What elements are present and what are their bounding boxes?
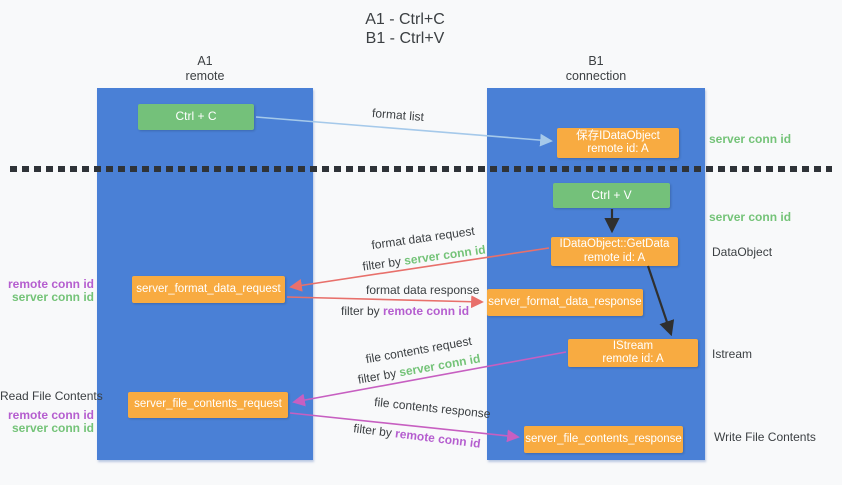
node-idataobject-getdata: IDataObject::GetData remote id: A	[551, 237, 678, 266]
node-istream-line1: IStream	[612, 339, 654, 352]
label-server-conn-id-file: server conn id	[11, 421, 94, 435]
label-format-list: format list	[371, 105, 425, 125]
node-getdata-line2: remote id: A	[583, 251, 646, 264]
filter-key-server-1: server conn id	[403, 242, 487, 268]
label-file-contents-response: file contents response	[373, 394, 492, 422]
lane-b1-subtitle: connection	[565, 69, 627, 83]
filter-prefix-3: filter by	[356, 365, 401, 387]
node-istream: IStream remote id: A	[568, 339, 698, 367]
label-remote-conn-id-format: remote conn id	[7, 277, 94, 291]
node-ctrl-v-label: Ctrl + V	[591, 187, 632, 202]
dotted-divider-line	[10, 166, 832, 172]
label-write-file-contents: Write File Contents	[714, 430, 816, 444]
lane-header-b1: B1 connection	[536, 54, 656, 84]
label-server-conn-id-format: server conn id	[11, 290, 94, 304]
lane-a1-name: A1	[197, 54, 213, 68]
node-ctrl-c: Ctrl + C	[138, 104, 254, 130]
filter-key-remote-2: remote conn id	[394, 426, 482, 451]
node-ctrl-v: Ctrl + V	[553, 183, 670, 208]
label-server-conn-id-mid-right: server conn id	[709, 210, 792, 224]
label-read-file-contents: Read File Contents	[0, 389, 103, 403]
label-group-format-conn-ids: remote conn id server conn id	[0, 278, 94, 304]
node-ctrl-c-label: Ctrl + C	[175, 109, 217, 124]
label-server-conn-id-top-right: server conn id	[709, 132, 792, 146]
lane-header-a1: A1 remote	[145, 54, 265, 84]
lane-a1-subtitle: remote	[185, 69, 225, 83]
node-save-idataobject: 保存IDataObject remote id: A	[557, 128, 679, 158]
label-istream-right: Istream	[712, 347, 753, 361]
node-server-file-contents-response: server_file_contents_response	[524, 426, 683, 453]
node-file-request-label: server_file_contents_request	[134, 398, 282, 411]
node-server-format-data-response: server_format_data_response	[487, 289, 643, 316]
label-remote-conn-id-file: remote conn id	[7, 408, 94, 422]
node-istream-line2: remote id: A	[602, 353, 664, 365]
label-group-file-conn-ids: remote conn id server conn id	[0, 409, 94, 435]
filter-prefix-4: filter by	[352, 421, 397, 441]
filter-prefix-1: filter by	[361, 253, 406, 274]
node-server-format-data-request: server_format_data_request	[132, 276, 285, 303]
diagram-title: A1 - Ctrl+C B1 - Ctrl+V	[280, 10, 530, 48]
filter-key-remote-1: remote conn id	[383, 304, 470, 318]
title-line-1: A1 - Ctrl+C	[365, 11, 445, 28]
node-format-request-label: server_format_data_request	[136, 282, 281, 295]
label-format-data-response: format data response	[366, 283, 480, 297]
label-filter-by-remote-2: filter by remote conn id	[353, 421, 482, 450]
label-dataobject: DataObject	[712, 245, 773, 259]
node-format-response-label: server_format_data_response	[488, 295, 642, 308]
lane-b1-name: B1	[588, 54, 604, 68]
node-save-idataobject-line2: remote id: A	[587, 143, 649, 155]
node-file-response-label: server_file_contents_response	[525, 432, 682, 445]
arrow-format-data-response	[286, 295, 484, 309]
title-line-2: B1 - Ctrl+V	[365, 30, 445, 47]
node-save-idataobject-line1: 保存IDataObject	[576, 129, 660, 142]
filter-prefix-2: filter by	[341, 304, 384, 318]
label-filter-by-remote-1: filter by remote conn id	[341, 304, 469, 318]
node-server-file-contents-request: server_file_contents_request	[128, 392, 288, 418]
node-getdata-line1: IDataObject::GetData	[559, 238, 670, 250]
